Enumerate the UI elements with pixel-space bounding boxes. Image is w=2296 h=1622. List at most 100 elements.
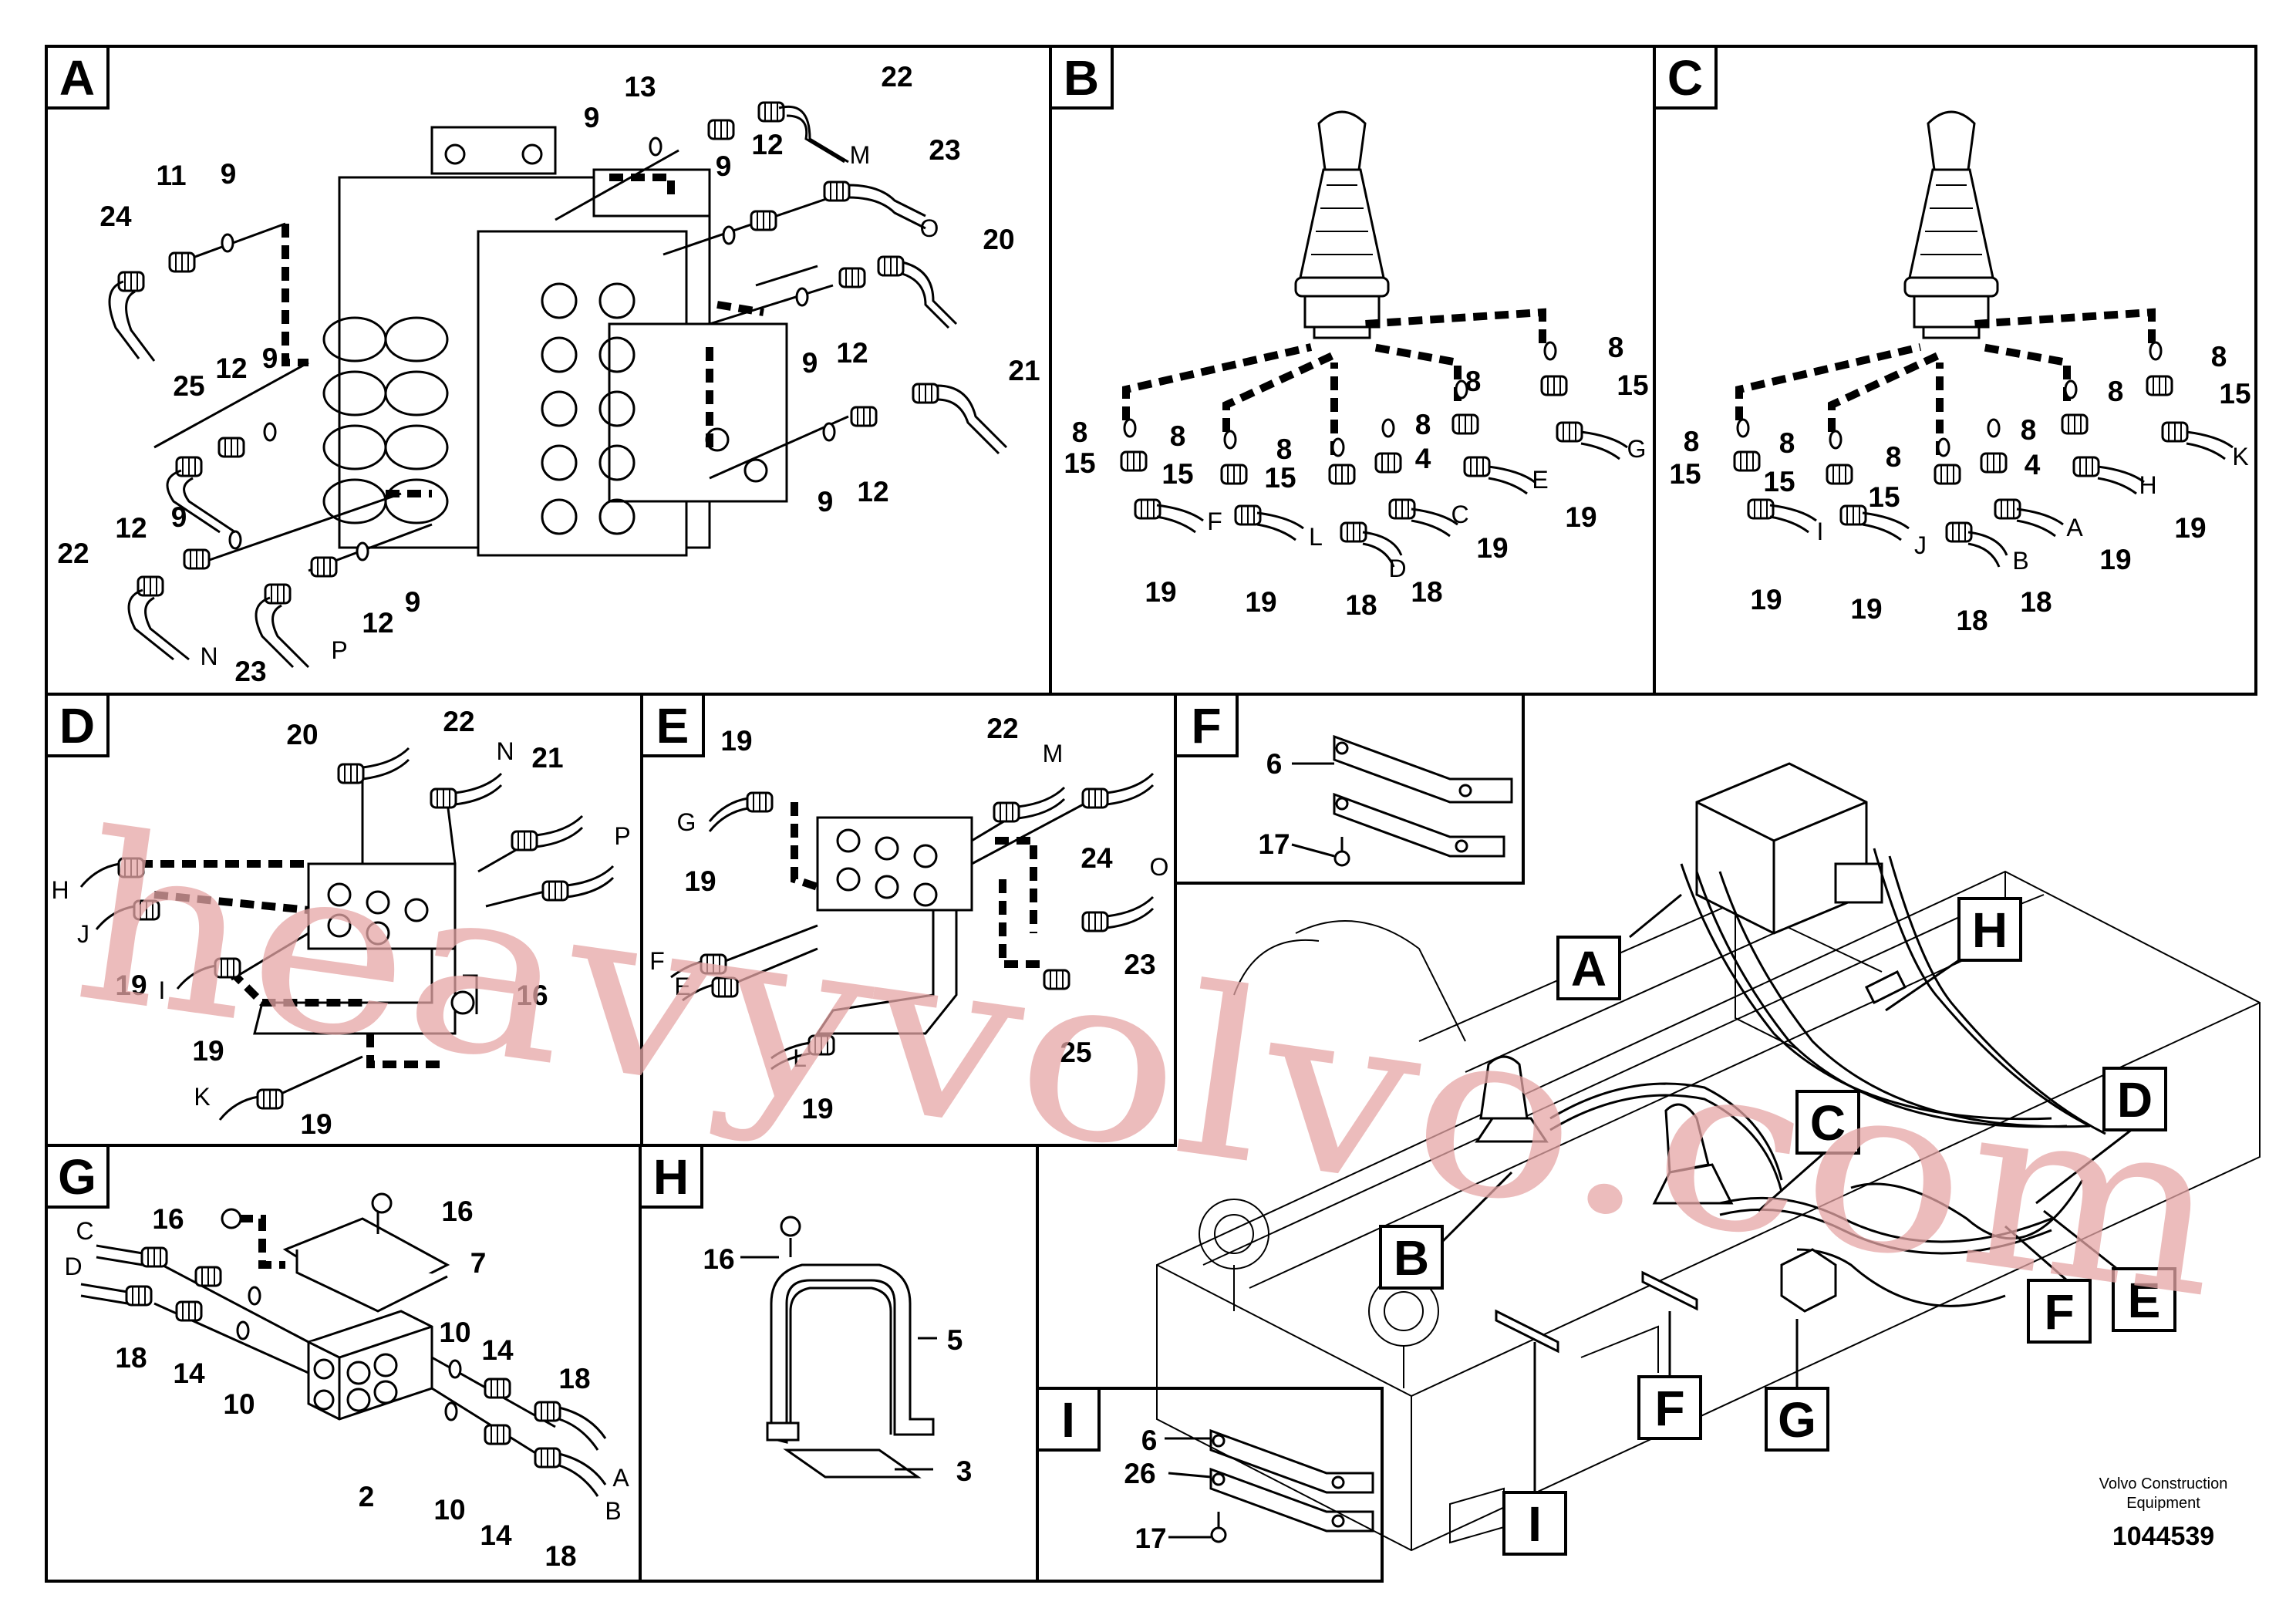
overview-small-parts xyxy=(1495,969,1907,1354)
svg-text:20: 20 xyxy=(286,719,318,750)
panel-g-annotations: 16 16 7 10 14 18 14 10 18 2 10 14 18 xyxy=(115,1195,590,1572)
svg-text:A: A xyxy=(59,50,95,106)
svg-text:19: 19 xyxy=(2174,512,2206,544)
panel-h-artwork xyxy=(766,1216,935,1479)
svg-text:J: J xyxy=(77,920,89,948)
svg-text:16: 16 xyxy=(152,1203,184,1235)
svg-text:10: 10 xyxy=(223,1388,255,1420)
svg-text:B: B xyxy=(2012,547,2028,575)
svg-text:B: B xyxy=(1064,50,1099,106)
panel-i-artwork xyxy=(1209,1428,1374,1543)
svg-text:15: 15 xyxy=(1064,447,1095,479)
svg-text:14: 14 xyxy=(173,1357,205,1389)
svg-text:23: 23 xyxy=(1124,949,1155,980)
svg-text:18: 18 xyxy=(558,1363,590,1394)
svg-text:9: 9 xyxy=(716,150,732,182)
panel-c-joystick xyxy=(1903,110,1999,339)
svg-text:8: 8 xyxy=(1684,426,1700,457)
svg-text:14: 14 xyxy=(480,1519,512,1551)
svg-text:9: 9 xyxy=(221,158,237,190)
svg-text:15: 15 xyxy=(1264,462,1296,494)
panel-a-dashed-leaders xyxy=(282,174,764,497)
svg-text:23: 23 xyxy=(234,656,266,687)
svg-text:10: 10 xyxy=(433,1494,465,1526)
panel-f-annotations: 6 17 xyxy=(1258,748,1290,860)
svg-text:M: M xyxy=(850,141,871,169)
svg-text:18: 18 xyxy=(2020,586,2052,618)
svg-text:12: 12 xyxy=(362,607,393,639)
svg-text:C: C xyxy=(1667,50,1703,106)
svg-text:I: I xyxy=(1528,1496,1542,1552)
svg-text:19: 19 xyxy=(801,1093,833,1125)
svg-text:3: 3 xyxy=(956,1455,973,1487)
svg-text:I: I xyxy=(1817,518,1824,545)
panel-letter-labels: A B C D E F G H I xyxy=(45,45,1718,1452)
svg-text:P: P xyxy=(331,636,347,664)
svg-text:15: 15 xyxy=(2219,378,2250,410)
svg-text:D: D xyxy=(1388,555,1406,582)
panel-h-leaders xyxy=(740,1256,937,1471)
panel-e-hoses xyxy=(670,772,1155,1071)
svg-text:19: 19 xyxy=(2099,544,2131,575)
overview-control-valve xyxy=(1695,762,1883,935)
svg-text:B: B xyxy=(605,1497,621,1525)
svg-text:F: F xyxy=(2044,1284,2074,1340)
svg-text:8: 8 xyxy=(1465,366,1482,397)
svg-text:9: 9 xyxy=(818,486,834,518)
drawing-number: 1044539 xyxy=(2112,1522,2214,1551)
svg-text:A: A xyxy=(612,1464,629,1492)
panel-g-bolts xyxy=(221,1192,393,1229)
svg-text:5: 5 xyxy=(947,1324,963,1356)
svg-text:6: 6 xyxy=(1141,1425,1158,1456)
svg-text:8: 8 xyxy=(2021,414,2037,446)
svg-text:25: 25 xyxy=(173,370,204,402)
svg-text:E: E xyxy=(2128,1273,2161,1328)
panel-g-label: G xyxy=(45,1144,110,1209)
svg-text:16: 16 xyxy=(703,1243,734,1275)
svg-text:N: N xyxy=(200,642,217,670)
company-name-line2: Equipment xyxy=(2126,1495,2200,1512)
svg-text:8: 8 xyxy=(1276,433,1293,465)
svg-text:19: 19 xyxy=(720,725,752,757)
svg-text:18: 18 xyxy=(1411,576,1442,608)
overview-joysticks xyxy=(1475,1055,1734,1205)
panel-b-joystick xyxy=(1294,110,1390,339)
svg-text:K: K xyxy=(2232,443,2248,470)
company-name-line1: Volvo Construction xyxy=(2099,1475,2228,1492)
svg-text:C: C xyxy=(1810,1095,1846,1151)
svg-text:12: 12 xyxy=(115,512,147,544)
svg-text:G: G xyxy=(1627,435,1647,463)
panel-d-annotations: 20 22 21 19 16 19 19 xyxy=(115,706,563,1140)
svg-text:18: 18 xyxy=(1956,605,1988,636)
svg-text:22: 22 xyxy=(881,61,912,93)
svg-text:4: 4 xyxy=(2025,449,2041,481)
svg-text:D: D xyxy=(64,1253,82,1280)
overview-hose-bundles xyxy=(1549,848,2106,1307)
svg-text:2: 2 xyxy=(359,1481,375,1512)
svg-text:18: 18 xyxy=(115,1342,147,1374)
svg-text:12: 12 xyxy=(857,476,888,508)
svg-text:8: 8 xyxy=(1886,441,1902,473)
svg-text:8: 8 xyxy=(2108,376,2124,407)
svg-text:15: 15 xyxy=(1868,481,1900,513)
svg-text:19: 19 xyxy=(1145,576,1176,608)
svg-text:12: 12 xyxy=(836,337,868,369)
panel-b-hoses xyxy=(1156,430,1628,568)
svg-text:F: F xyxy=(1207,508,1222,535)
panel-d-label: D xyxy=(45,693,110,757)
svg-text:B: B xyxy=(1394,1230,1429,1286)
svg-text:C: C xyxy=(1451,501,1468,528)
svg-text:6: 6 xyxy=(1266,748,1283,780)
panel-e-label: E xyxy=(640,693,705,757)
svg-text:L: L xyxy=(1309,523,1323,551)
panel-i-leaders xyxy=(1165,1437,1212,1539)
overview-callout-boxes xyxy=(1379,897,2176,1556)
svg-text:19: 19 xyxy=(115,969,147,1001)
svg-text:A: A xyxy=(1571,941,1607,996)
svg-text:G: G xyxy=(677,808,696,836)
svg-text:8: 8 xyxy=(1170,420,1186,452)
svg-text:22: 22 xyxy=(986,713,1018,744)
svg-text:15: 15 xyxy=(1161,458,1193,490)
panel-e-dashed-leaders xyxy=(791,802,1041,968)
svg-text:8: 8 xyxy=(1608,332,1624,363)
